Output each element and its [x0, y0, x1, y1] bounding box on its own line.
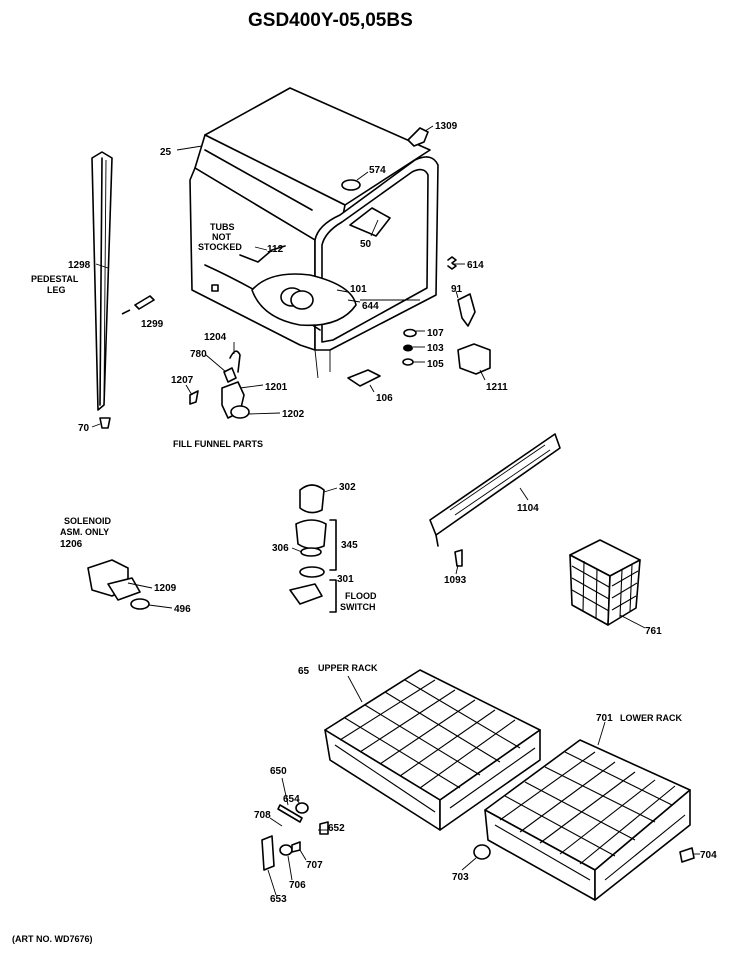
callout-1206: 1206	[60, 539, 83, 550]
callout-653: 653	[270, 894, 287, 905]
part-703-roller	[473, 844, 491, 860]
part-707-screw	[291, 841, 301, 853]
part-91-bracket	[457, 293, 476, 327]
part-1093-screw	[454, 549, 463, 567]
callout-654: 654	[283, 794, 300, 805]
callout-1207: 1207	[171, 375, 194, 386]
part-1202-cap	[230, 405, 250, 419]
part-105-washer	[402, 358, 414, 366]
callout-704: 704	[700, 850, 717, 861]
callout-614: 614	[467, 260, 484, 271]
tub-assembly	[189, 87, 439, 379]
caption-switch: SWITCH	[340, 602, 376, 612]
caption-upper-rack: UPPER RACK	[318, 663, 378, 673]
part-1309-clip	[407, 127, 429, 147]
caption-flood: FLOOD	[345, 591, 377, 601]
caption-pedestal: PEDESTAL	[31, 274, 79, 284]
part-652-clip	[319, 821, 329, 835]
callout-1104: 1104	[517, 503, 539, 514]
part-106-bracket	[347, 369, 381, 387]
part-496-clamp	[130, 598, 150, 610]
caption-lower-rack: LOWER RACK	[620, 713, 682, 723]
callout-301: 301	[337, 574, 354, 585]
callout-1299: 1299	[141, 319, 164, 330]
callout-707: 707	[306, 860, 323, 871]
part-345-cup	[295, 519, 327, 550]
callout-105: 105	[427, 359, 444, 370]
callout-1211: 1211	[486, 382, 508, 393]
callout-103: 103	[427, 343, 444, 354]
callout-345: 345	[341, 540, 358, 551]
part-65-upper-rack	[324, 669, 541, 831]
leader-lines	[91, 125, 700, 896]
part-1104-rail	[429, 433, 561, 547]
part-706-roller	[279, 844, 293, 856]
callout-1202: 1202	[282, 409, 305, 420]
caption-fill-funnel-parts: FILL FUNNEL PARTS	[173, 439, 263, 449]
callout-703: 703	[452, 872, 469, 883]
part-302-float	[299, 484, 325, 514]
part-653-mount	[261, 835, 275, 871]
caption-solenoid: SOLENOID	[64, 516, 112, 526]
part-701-lower-rack	[484, 739, 691, 901]
callout-25: 25	[160, 147, 172, 158]
part-70-screw	[99, 417, 111, 429]
part-1211-bracket	[457, 343, 491, 375]
diagram-title: GSD400Y-05,05BS	[248, 10, 413, 31]
callout-650: 650	[270, 766, 287, 777]
callout-106: 106	[376, 393, 393, 404]
callout-labels: 25 1309 574 1298 1299 112 50 101 644 614…	[60, 121, 717, 905]
callout-101: 101	[350, 284, 367, 295]
caption-tubs: TUBS	[210, 222, 235, 232]
caption-asm-only: ASM. ONLY	[60, 527, 109, 537]
part-1298-pedestal-leg	[91, 151, 113, 411]
caption-stocked: STOCKED	[198, 242, 242, 252]
callout-70: 70	[78, 423, 90, 434]
part-761-silverware-basket	[569, 539, 641, 626]
callout-706: 706	[289, 880, 306, 891]
callout-1309: 1309	[435, 121, 458, 132]
callout-91: 91	[451, 284, 463, 295]
part-654-roller	[295, 802, 309, 814]
part-780-clip	[223, 367, 237, 383]
callout-701: 701	[596, 713, 613, 724]
caption-leg: LEG	[47, 285, 66, 295]
part-103-washer	[403, 344, 413, 352]
part-1299-screws	[121, 295, 155, 315]
callout-1201: 1201	[265, 382, 288, 393]
callout-306: 306	[272, 543, 289, 554]
callout-1298: 1298	[68, 260, 91, 271]
callout-65: 65	[298, 666, 310, 677]
part-107-washer	[403, 328, 417, 338]
callout-780: 780	[190, 349, 207, 360]
part-614-spring	[447, 256, 457, 270]
caption-labels: PEDESTAL LEG TUBS NOT STOCKED FILL FUNNE…	[31, 222, 682, 723]
part-1204-hose	[229, 350, 241, 373]
part-306-gasket	[300, 547, 322, 557]
part-650-axle	[277, 804, 303, 823]
art-number: (ART NO. WD7676)	[12, 934, 93, 944]
part-704-stop	[679, 847, 695, 863]
callout-107: 107	[427, 328, 444, 339]
callout-50: 50	[360, 239, 372, 250]
part-301-nut	[299, 566, 325, 578]
callout-496: 496	[174, 604, 191, 615]
flood-switch-body	[289, 583, 323, 605]
callout-1093: 1093	[444, 575, 467, 586]
caption-not: NOT	[212, 232, 232, 242]
callout-112: 112	[267, 244, 284, 255]
callout-1204: 1204	[204, 332, 227, 343]
callout-761: 761	[645, 626, 662, 637]
callout-644: 644	[362, 301, 379, 312]
callout-1209: 1209	[154, 583, 177, 594]
callout-708: 708	[254, 810, 271, 821]
callout-652: 652	[328, 823, 345, 834]
callout-302: 302	[339, 482, 356, 493]
callout-574: 574	[369, 165, 386, 176]
